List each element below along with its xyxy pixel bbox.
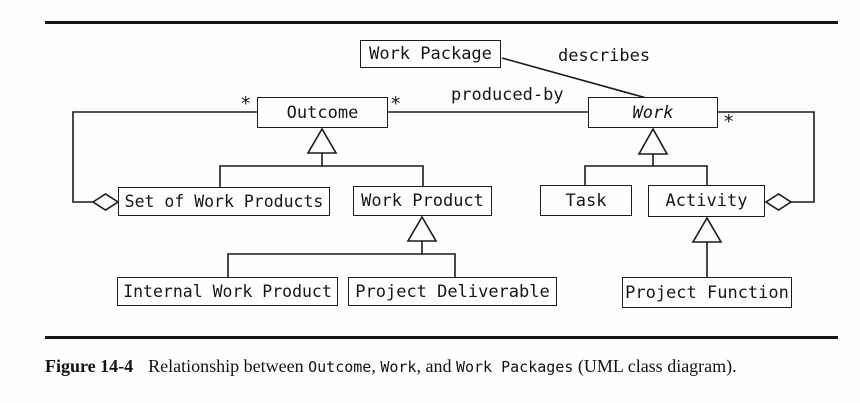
caption-text-2: , xyxy=(371,356,381,376)
inheritance-triangle-activity-icon xyxy=(691,216,723,243)
aggregation-path-right xyxy=(718,111,815,203)
top-rule xyxy=(45,21,838,24)
generalization-outcome-children xyxy=(219,127,424,188)
multiplicity-outcome-right: * xyxy=(390,93,402,115)
class-box-project-function: Project Function xyxy=(622,277,792,308)
outcome-gen-connector xyxy=(219,165,424,188)
generalization-activity-children xyxy=(691,216,723,278)
aggregation-link-activity xyxy=(718,111,815,211)
generalization-work-product-children xyxy=(227,215,456,278)
figure-caption: Figure 14-4 Relationship between Outcome,… xyxy=(45,356,835,377)
class-box-work-package: Work Package xyxy=(360,40,501,68)
class-box-set-of-work-products: Set of Work Products xyxy=(118,187,330,216)
generalization-work-children xyxy=(584,127,708,187)
multiplicity-outcome-left: * xyxy=(240,93,252,115)
inheritance-triangle-outcome-icon xyxy=(306,127,338,154)
caption-text-3: , and xyxy=(416,356,456,376)
caption-mono-outcome: Outcome xyxy=(308,358,372,376)
aggregation-path-left xyxy=(72,111,257,203)
edge-label-produced-by: produced-by xyxy=(451,85,564,105)
multiplicity-work-right: * xyxy=(723,111,735,133)
class-box-work: Work xyxy=(588,97,718,128)
association-line-describes xyxy=(501,57,651,100)
caption-mono-work: Work xyxy=(380,358,417,376)
class-box-task: Task xyxy=(540,185,632,216)
caption-text-4: (UML class diagram). xyxy=(573,356,737,376)
edge-label-describes: describes xyxy=(558,46,651,66)
aggregation-diamond-right-icon xyxy=(764,193,793,211)
caption-mono-work-packages: Work Packages xyxy=(455,358,574,376)
class-box-outcome: Outcome xyxy=(257,97,388,128)
describes-line xyxy=(501,57,651,100)
work-gen-connector xyxy=(584,165,708,187)
caption-text-1: Relationship between xyxy=(148,356,309,376)
aggregation-diamond-left-icon xyxy=(91,193,120,211)
inheritance-triangle-work-icon xyxy=(637,127,669,155)
figure-number: Figure 14-4 xyxy=(45,356,134,376)
bottom-rule xyxy=(45,336,838,339)
class-box-internal-work-product: Internal Work Product xyxy=(117,277,338,306)
class-box-project-deliverable: Project Deliverable xyxy=(348,277,557,306)
class-box-activity: Activity xyxy=(648,185,765,217)
class-box-work-product: Work Product xyxy=(353,186,492,216)
inheritance-triangle-work-product-icon xyxy=(406,215,438,242)
work-product-gen-connector xyxy=(227,253,456,278)
